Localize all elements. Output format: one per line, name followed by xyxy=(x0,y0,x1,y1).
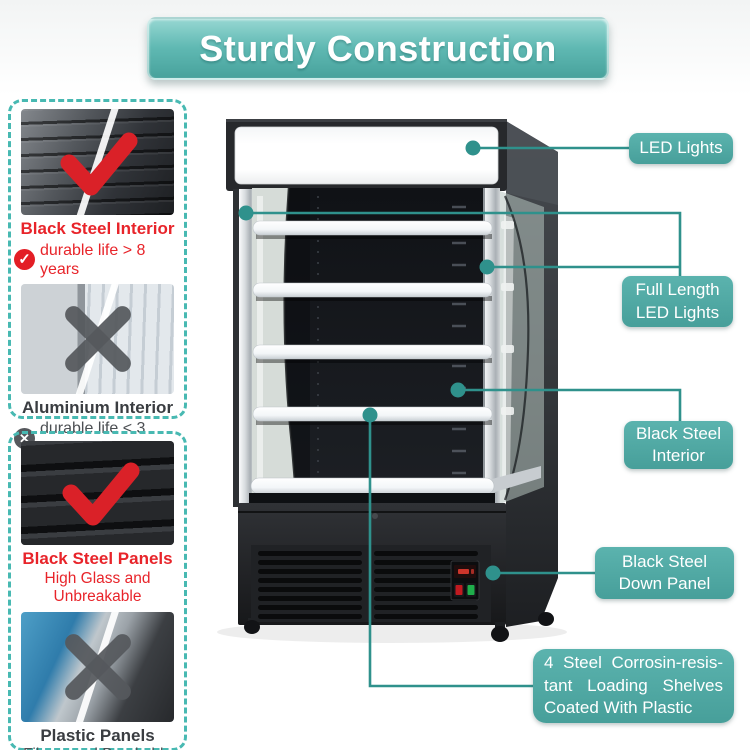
left-frame-post xyxy=(233,189,254,507)
led-tube-4 xyxy=(252,406,493,422)
aluminium-interior-photo xyxy=(21,283,174,394)
led-tube-2 xyxy=(252,282,493,298)
cabinet-interior xyxy=(252,187,488,507)
led-tube-1 xyxy=(252,220,493,236)
callout-label-line: tant Loading Shelves xyxy=(544,675,723,695)
callout-label-line: LED Lights xyxy=(635,302,720,322)
bottom-front-lip xyxy=(249,466,541,506)
led-tube-3 xyxy=(252,344,493,360)
callout-black-steel-interior: Black Steel Interior xyxy=(624,421,733,469)
led-header-lightbox xyxy=(226,119,507,191)
callout-led-lights: LED Lights xyxy=(629,133,733,164)
good-option-title: Black Steel Interior xyxy=(20,219,175,238)
louver-texture xyxy=(21,441,174,545)
callout-label-line: 4 Steel Corrosin-resis- xyxy=(544,653,723,673)
good-option-subtitle: durable life > 8 years xyxy=(40,241,146,278)
black-steel-panels-photo xyxy=(21,441,174,545)
callout-label-line: Coated With Plastic xyxy=(544,698,693,718)
callout-dots xyxy=(238,140,501,581)
callout-steel-shelves: 4 Steel Corrosin-resis- tant Loading She… xyxy=(533,649,734,723)
good-option-title: Black Steel Panels xyxy=(22,549,173,568)
lock-screw xyxy=(372,513,378,519)
right-glass-side-panel xyxy=(500,191,544,504)
banner-title: Sturdy Construction xyxy=(199,27,557,69)
good-option-row: ✓ durable life > 8 years xyxy=(14,241,181,279)
comparison-box-interior: Black Steel Interior ✓ durable life > 8 … xyxy=(8,99,187,457)
back-panel-slot-rows xyxy=(324,195,466,475)
right-frame-post xyxy=(483,188,500,506)
casters xyxy=(244,612,554,642)
temperature-controller xyxy=(450,560,480,601)
bad-option-title: Aluminium Interior xyxy=(21,397,174,417)
temperature-display xyxy=(454,565,476,578)
floor-shadow xyxy=(217,621,567,643)
led-shelf-tubes xyxy=(252,220,493,425)
callout-dot-led xyxy=(465,140,481,156)
shelf-bracket-marks xyxy=(501,221,514,415)
bad-option-title: Plastic Panels xyxy=(40,725,155,745)
callout-black-steel-down-panel: Black Steel Down Panel xyxy=(595,547,734,599)
callout-label: LED Lights xyxy=(639,138,723,158)
aluminium-door-texture xyxy=(21,283,86,394)
callout-line-interior xyxy=(458,388,682,421)
title-banner: Sturdy Construction xyxy=(147,17,609,80)
callout-label-line: Interior xyxy=(652,446,705,465)
callout-dot-shelves xyxy=(362,407,378,423)
callout-dot-down-panel xyxy=(485,565,501,581)
check-circle-icon: ✓ xyxy=(14,249,35,271)
callout-label-line: Black Steel xyxy=(635,423,722,443)
callout-lines xyxy=(246,146,682,688)
callout-dot-full-length-b xyxy=(479,259,495,275)
power-switch-red xyxy=(454,583,464,597)
black-steel-interior-photo xyxy=(21,109,174,215)
callout-label-line: Black Steel xyxy=(621,551,708,571)
callout-line-full-length-a xyxy=(246,211,682,276)
vent-louvers xyxy=(258,551,478,619)
cabinet-right-side xyxy=(506,121,558,627)
callout-full-length-led-lights: Full Length LED Lights xyxy=(622,276,733,327)
power-switch-green xyxy=(466,583,476,597)
cabinet-base xyxy=(238,503,554,642)
callout-dot-full-length-a xyxy=(238,205,254,221)
comparison-box-panels: Black Steel Panels High Glass and Unbrea… xyxy=(8,431,187,750)
photo-divider xyxy=(69,611,127,722)
plastic-panels-photo xyxy=(21,611,174,722)
callout-line-shelves xyxy=(368,415,533,688)
good-option-subtitle: High Glass and Unbreakable xyxy=(44,569,151,606)
callout-label-line: Down Panel xyxy=(618,574,711,593)
callout-label-line: Full Length xyxy=(635,280,720,300)
callout-dot-interior xyxy=(450,382,466,398)
bad-option-subtitle: Filmsy and Breakable xyxy=(14,746,181,750)
